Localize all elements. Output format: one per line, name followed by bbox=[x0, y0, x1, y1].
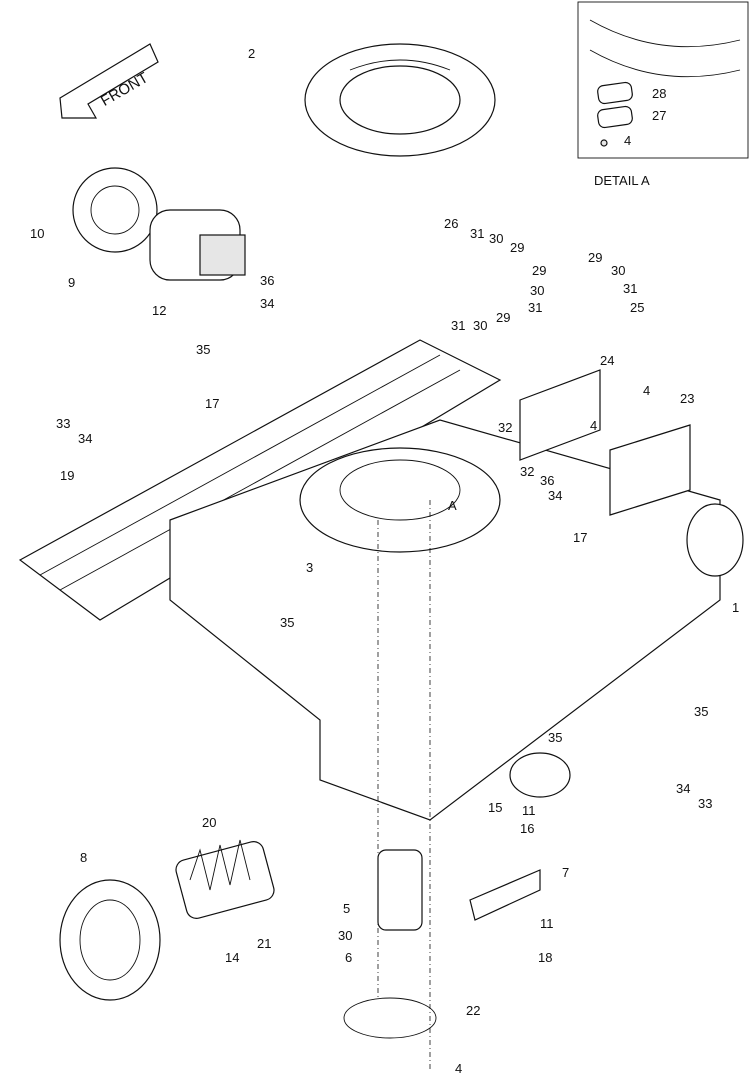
callout-19: 19 bbox=[60, 468, 74, 483]
callout-30e: 30 bbox=[338, 928, 352, 943]
callout-34d: 34 bbox=[676, 781, 690, 796]
callout-29d: 29 bbox=[496, 310, 510, 325]
callout-11a: 11 bbox=[522, 803, 536, 818]
callout-11b: 11 bbox=[540, 916, 554, 931]
side-covers bbox=[519, 369, 691, 516]
detail-a-box: DETAIL A bbox=[577, 1, 749, 188]
callout-20: 20 bbox=[202, 815, 216, 830]
callout-35a: 35 bbox=[196, 342, 210, 357]
callout-4d: 4 bbox=[455, 1061, 462, 1076]
callout-9: 9 bbox=[68, 275, 75, 290]
track-chain bbox=[18, 339, 502, 621]
callout-34b: 34 bbox=[78, 431, 92, 446]
callout-27: 27 bbox=[652, 108, 666, 123]
callout-7: 7 bbox=[562, 865, 569, 880]
callout-29c: 29 bbox=[532, 263, 546, 278]
callout-34c: 34 bbox=[548, 488, 562, 503]
callout-31d: 31 bbox=[451, 318, 465, 333]
callout-3: 3 bbox=[306, 560, 313, 575]
callout-30c: 30 bbox=[530, 283, 544, 298]
callout-17b: 17 bbox=[573, 530, 587, 545]
callout-36a: 36 bbox=[260, 273, 274, 288]
callout-34a: 34 bbox=[260, 296, 274, 311]
callout-35b: 35 bbox=[280, 615, 294, 630]
callout-17a: 17 bbox=[205, 396, 219, 411]
sprocket bbox=[72, 167, 158, 253]
callout-21: 21 bbox=[257, 936, 271, 951]
track-spring bbox=[175, 839, 275, 919]
front-arrow: FRONT bbox=[59, 43, 159, 119]
callout-33b: 33 bbox=[698, 796, 712, 811]
callout-18: 18 bbox=[538, 950, 552, 965]
callout-5: 5 bbox=[343, 901, 350, 916]
callout-36b: 36 bbox=[540, 473, 554, 488]
track-frame bbox=[169, 419, 744, 821]
callout-6: 6 bbox=[345, 950, 352, 965]
callout-30d: 30 bbox=[473, 318, 487, 333]
callout-28: 28 bbox=[652, 86, 666, 101]
callout-26: 26 bbox=[444, 216, 458, 231]
callout-12: 12 bbox=[152, 303, 166, 318]
detail-a-marker: A bbox=[448, 498, 457, 513]
callout-31b: 31 bbox=[623, 281, 637, 296]
detail-a-title: DETAIL A bbox=[594, 173, 650, 188]
callout-29a: 29 bbox=[510, 240, 524, 255]
callout-8: 8 bbox=[80, 850, 87, 865]
callout-16: 16 bbox=[520, 821, 534, 836]
callout-4c: 4 bbox=[590, 418, 597, 433]
track-guard bbox=[469, 869, 541, 921]
callout-32a: 32 bbox=[498, 420, 512, 435]
callout-10: 10 bbox=[30, 226, 44, 241]
callout-24: 24 bbox=[600, 353, 614, 368]
callout-29b: 29 bbox=[588, 250, 602, 265]
callout-22: 22 bbox=[466, 1003, 480, 1018]
callout-1: 1 bbox=[732, 600, 739, 615]
callout-32b: 32 bbox=[520, 464, 534, 479]
callout-35c: 35 bbox=[548, 730, 562, 745]
callout-4b: 4 bbox=[643, 383, 650, 398]
swing-bearing-ring bbox=[304, 43, 496, 157]
callouts: 1 2 3 4 4 4 4 5 6 7 8 9 10 11 11 12 14 1… bbox=[30, 46, 739, 1076]
callout-35d: 35 bbox=[694, 704, 708, 719]
callout-14: 14 bbox=[225, 950, 239, 965]
callout-23: 23 bbox=[680, 391, 694, 406]
callout-2: 2 bbox=[248, 46, 255, 61]
travel-motor bbox=[149, 209, 246, 281]
lower-roller bbox=[509, 752, 571, 798]
callout-31a: 31 bbox=[470, 226, 484, 241]
callout-31c: 31 bbox=[528, 300, 542, 315]
callout-25: 25 bbox=[630, 300, 644, 315]
callout-30b: 30 bbox=[611, 263, 625, 278]
callout-30a: 30 bbox=[489, 231, 503, 246]
callout-15: 15 bbox=[488, 800, 502, 815]
callout-4a: 4 bbox=[624, 133, 631, 148]
idler-wheel bbox=[59, 879, 161, 1001]
callout-33a: 33 bbox=[56, 416, 70, 431]
gasket bbox=[343, 997, 437, 1039]
swivel-joint bbox=[377, 849, 423, 931]
